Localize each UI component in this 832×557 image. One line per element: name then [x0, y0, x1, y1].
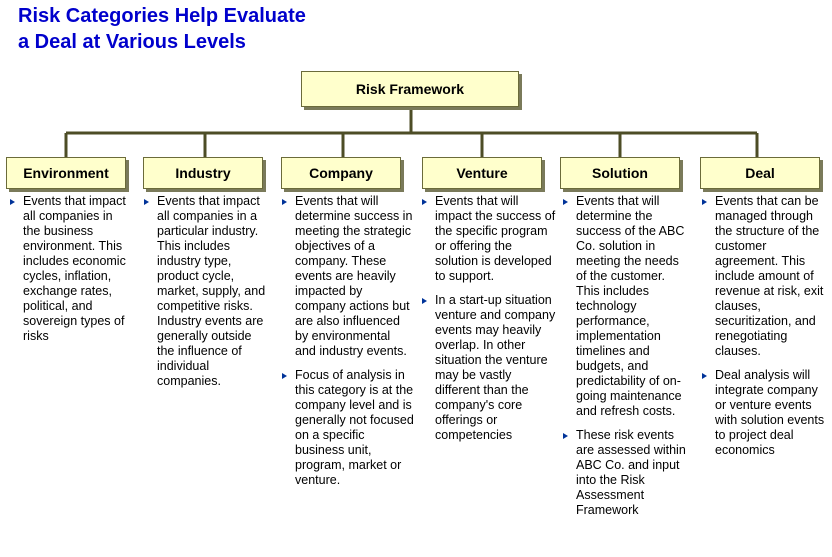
bullet-item: Events that will determine success in me… — [280, 194, 414, 359]
bullet-item: Events that impact all companies in the … — [8, 194, 126, 344]
bullet-item: Events that will impact the success of t… — [420, 194, 556, 284]
category-box-venture: Venture — [422, 157, 542, 189]
page-title: Risk Categories Help Evaluate a Deal at … — [18, 3, 306, 55]
category-box-company: Company — [281, 157, 401, 189]
bullet-item: These risk events are assessed within AB… — [561, 428, 689, 518]
column-venture: Events that will impact the success of t… — [420, 194, 556, 452]
column-environment: Events that impact all companies in the … — [8, 194, 126, 353]
root-node-box: Risk Framework — [301, 71, 519, 107]
bullet-item: Focus of analysis in this category is at… — [280, 368, 414, 488]
category-box-deal: Deal — [700, 157, 820, 189]
category-label: Company — [309, 165, 373, 181]
bullet-item: Events that will determine the success o… — [561, 194, 689, 419]
category-label: Deal — [745, 165, 775, 181]
bullet-item: In a start-up situation venture and comp… — [420, 293, 556, 443]
title-line-2: a Deal at Various Levels — [18, 31, 246, 53]
category-label: Solution — [592, 165, 648, 181]
category-label: Venture — [456, 165, 508, 181]
column-deal: Events that can be managed through the s… — [700, 194, 828, 467]
bullet-item: Events that can be managed through the s… — [700, 194, 828, 359]
title-line-1: Risk Categories Help Evaluate — [18, 5, 306, 27]
category-label: Environment — [23, 165, 109, 181]
category-label: Industry — [175, 165, 231, 181]
column-company: Events that will determine success in me… — [280, 194, 414, 497]
category-box-solution: Solution — [560, 157, 680, 189]
bullet-item: Deal analysis will integrate company or … — [700, 368, 828, 458]
column-solution: Events that will determine the success o… — [561, 194, 689, 527]
root-node-label: Risk Framework — [355, 81, 465, 97]
column-industry: Events that impact all companies in a pa… — [142, 194, 266, 398]
bullet-item: Events that impact all companies in a pa… — [142, 194, 266, 389]
category-box-environment: Environment — [6, 157, 126, 189]
category-box-industry: Industry — [143, 157, 263, 189]
